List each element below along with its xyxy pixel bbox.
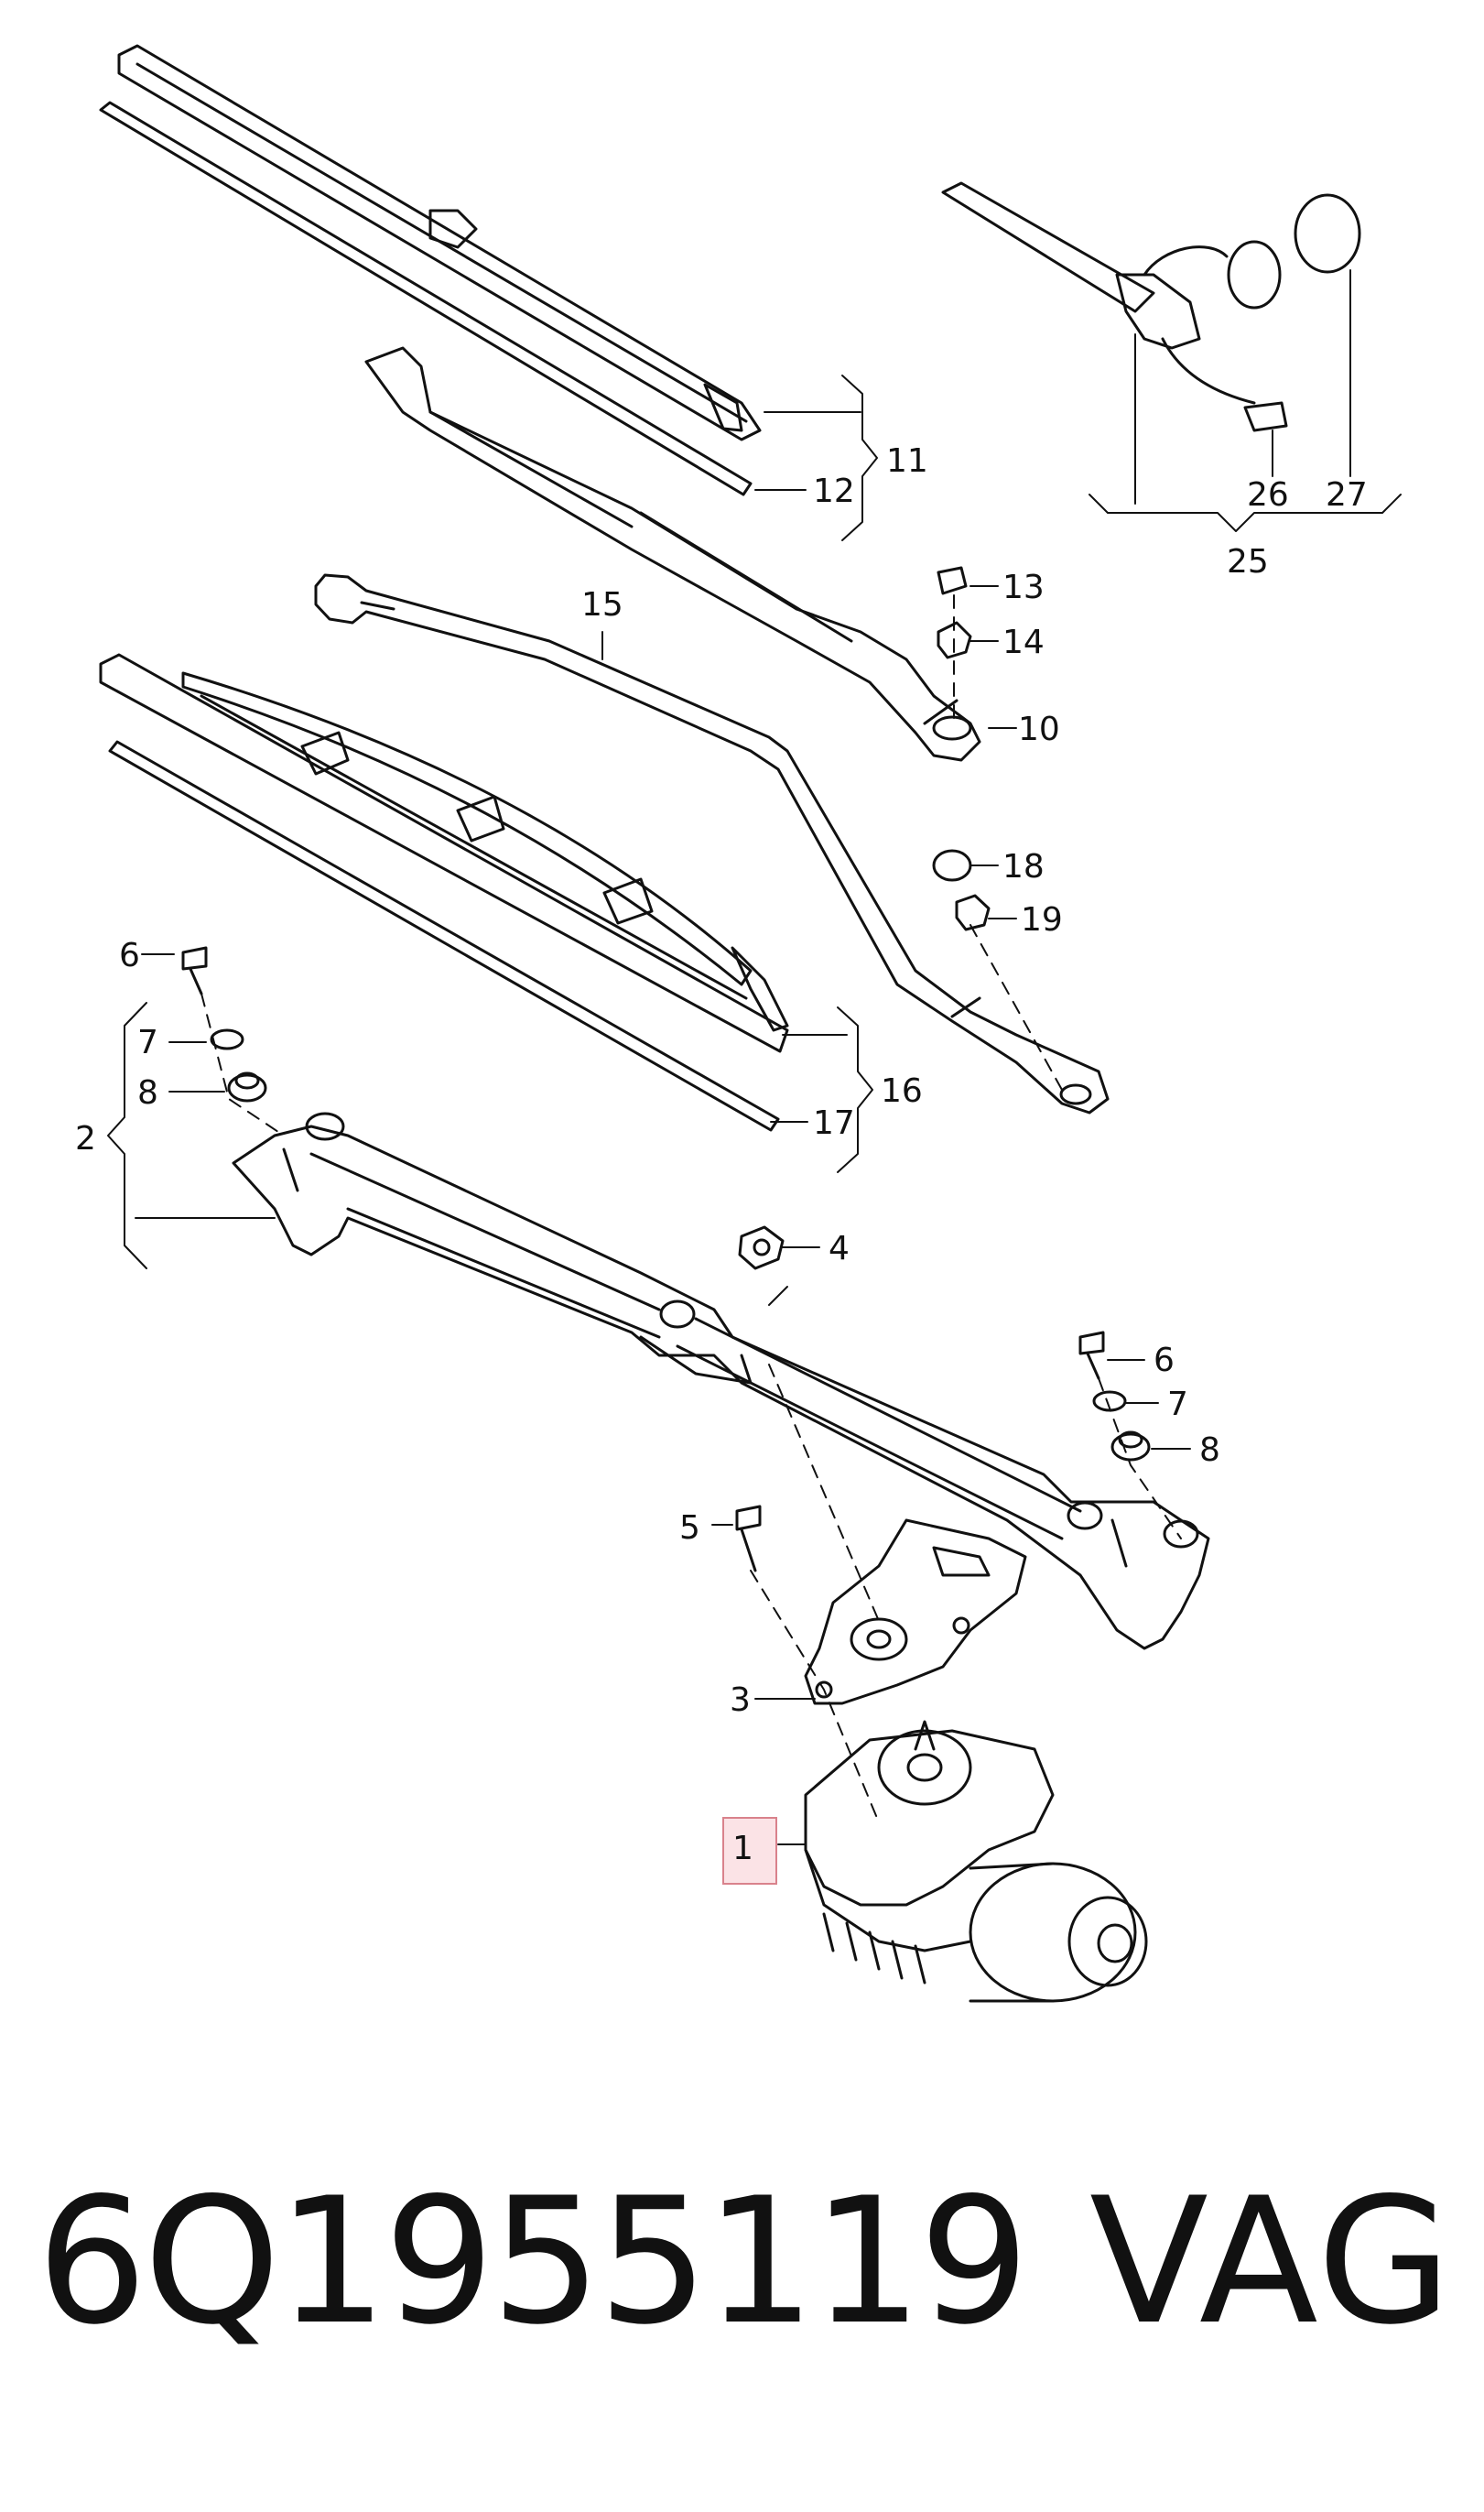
bracket-16: [837, 1006, 873, 1173]
callout-6-right[interactable]: 6: [1154, 1342, 1175, 1379]
grommet-8-left: [227, 1071, 267, 1103]
motor-bracket: [804, 1518, 1027, 1705]
bolt-6-left: [181, 946, 208, 995]
upper-wiper-rubber: [99, 101, 753, 496]
callout-15[interactable]: 15: [581, 586, 623, 624]
callout-26[interactable]: 26: [1247, 476, 1289, 514]
cap-13: [937, 566, 968, 595]
callout-8-right[interactable]: 8: [1199, 1431, 1220, 1469]
leader-lines: [135, 269, 1351, 1845]
callout-7-right[interactable]: 7: [1167, 1386, 1188, 1423]
bolt-5: [735, 1505, 762, 1572]
callout-19[interactable]: 19: [1021, 901, 1063, 939]
assembly-guide-lines: [200, 594, 1182, 1823]
nut-4: [738, 1225, 785, 1270]
callout-11[interactable]: 11: [886, 442, 928, 480]
callout-10[interactable]: 10: [1018, 711, 1060, 748]
cap-18: [932, 849, 972, 882]
brand-name: VAG: [1089, 2160, 1454, 2363]
callout-8-left[interactable]: 8: [137, 1074, 158, 1112]
part-number: 6Q1955119: [37, 2160, 1030, 2363]
bolt-6-right: [1078, 1331, 1105, 1380]
wiper-linkage: [232, 1112, 1210, 1650]
lower-wiper-rubber: [108, 740, 780, 1132]
nut-19: [955, 894, 991, 931]
callout-7-left[interactable]: 7: [137, 1024, 158, 1061]
callout-25[interactable]: 25: [1227, 543, 1269, 581]
callout-17[interactable]: 17: [813, 1104, 855, 1142]
callout-6-left[interactable]: 6: [119, 937, 140, 974]
callout-18[interactable]: 18: [1002, 848, 1045, 886]
callout-14[interactable]: 14: [1002, 624, 1045, 661]
wiper-motor: [804, 1720, 1148, 2003]
callout-labels: 1 2 3 4 5 6 7 8 6 7 8 10 11 12 13 14 15 …: [75, 442, 1368, 1867]
callout-4[interactable]: 4: [829, 1230, 850, 1267]
callout-5[interactable]: 5: [679, 1509, 700, 1547]
bracket-25: [1089, 494, 1402, 532]
nut-14: [937, 621, 972, 659]
washer-hose-assembly: [941, 181, 1361, 432]
upper-wiper-blade: [117, 44, 762, 441]
callout-16[interactable]: 16: [881, 1072, 923, 1110]
callout-1[interactable]: 1: [732, 1830, 753, 1867]
callout-12[interactable]: 12: [813, 473, 855, 510]
callout-3[interactable]: 3: [730, 1681, 751, 1719]
washer-7-left: [210, 1028, 244, 1050]
callout-13[interactable]: 13: [1002, 569, 1045, 606]
upper-wiper-arm: [364, 346, 981, 762]
part-caption: 6Q1955119 VAG: [0, 2161, 1484, 2363]
callout-2[interactable]: 2: [75, 1120, 96, 1158]
callout-1-highlight: [722, 1817, 777, 1885]
callout-27[interactable]: 27: [1326, 476, 1368, 514]
grommet-8-right: [1110, 1430, 1151, 1462]
bracket-11: [841, 375, 878, 541]
bracket-2: [107, 1002, 147, 1269]
rear-wiper-arm: [314, 573, 1110, 1115]
lower-wiper-blade: [99, 653, 789, 1053]
